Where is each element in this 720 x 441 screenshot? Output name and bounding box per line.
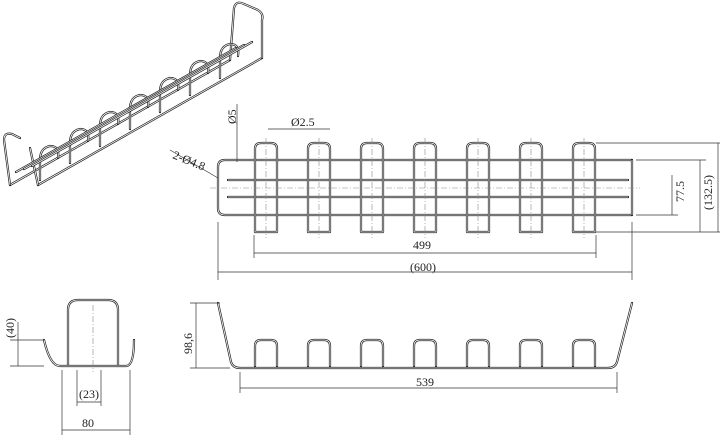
- side-loop-2-highlight: [360, 339, 384, 366]
- iso-inner-rail-1-highlight: [23, 44, 245, 170]
- side-loop-6: [571, 338, 597, 368]
- loop-4-highlight: [466, 142, 490, 233]
- loop-6-highlight: [572, 142, 596, 233]
- dim-wire-dia: Ø2.5: [291, 115, 315, 129]
- extension-line-18: [169, 149, 219, 179]
- dim-side-rise: (40): [3, 318, 17, 338]
- side-loop-1: [306, 338, 332, 368]
- side-view: [216, 301, 634, 370]
- dim-rail-span: 77.5: [673, 181, 687, 202]
- side-loop-4-highlight: [466, 339, 490, 366]
- side-profile: [216, 301, 634, 370]
- dim-overall-length: (600): [410, 260, 436, 274]
- end-base-highlight: [43, 339, 135, 367]
- side-profile-highlight: [217, 302, 633, 369]
- dim-hole-dia: 2-Ø4.8: [171, 148, 207, 174]
- iso-inner-rail-0-highlight: [15, 47, 237, 173]
- iso-right-end-highlight: [229, 2, 263, 61]
- end-base: [42, 338, 136, 368]
- side-loop-2: [359, 338, 385, 368]
- iso-rails-highlight: [9, 57, 263, 186]
- dim-inner-spacing: (23): [79, 387, 99, 401]
- iso-left-end-highlight: [3, 133, 39, 186]
- side-loop-5-highlight: [519, 339, 543, 366]
- side-loop-5: [518, 338, 544, 368]
- loop-3-highlight: [413, 142, 437, 233]
- frame-rod-highlight: [217, 159, 632, 216]
- loop-2-highlight: [360, 142, 384, 233]
- dim-base-length: 539: [416, 375, 434, 389]
- isometric-view: [2, 1, 264, 187]
- dim-base-width: 80: [82, 416, 94, 430]
- iso-inner-rail-2-highlight: [31, 41, 253, 167]
- side-loop-4: [465, 338, 491, 368]
- side-loop-3: [412, 338, 438, 368]
- end-view: [42, 298, 136, 372]
- dim-height: 98,6: [181, 333, 195, 354]
- side-loop-1-highlight: [307, 339, 331, 366]
- dim-rod-dia: Ø5: [225, 109, 239, 124]
- top-view: [210, 138, 640, 238]
- end-loop-highlight: [67, 299, 119, 366]
- side-loop-0: [253, 338, 279, 368]
- dim-loop-span: 499: [413, 238, 431, 252]
- dim-overall-width: (132.5): [701, 175, 715, 210]
- loop-5-highlight: [519, 142, 543, 233]
- side-loop-0-highlight: [254, 339, 278, 366]
- dimension-lines: [10, 104, 720, 435]
- side-loop-3-highlight: [413, 339, 437, 366]
- loop-1-highlight: [307, 142, 331, 233]
- loop-0-highlight: [254, 142, 278, 233]
- side-loop-6-highlight: [572, 339, 596, 366]
